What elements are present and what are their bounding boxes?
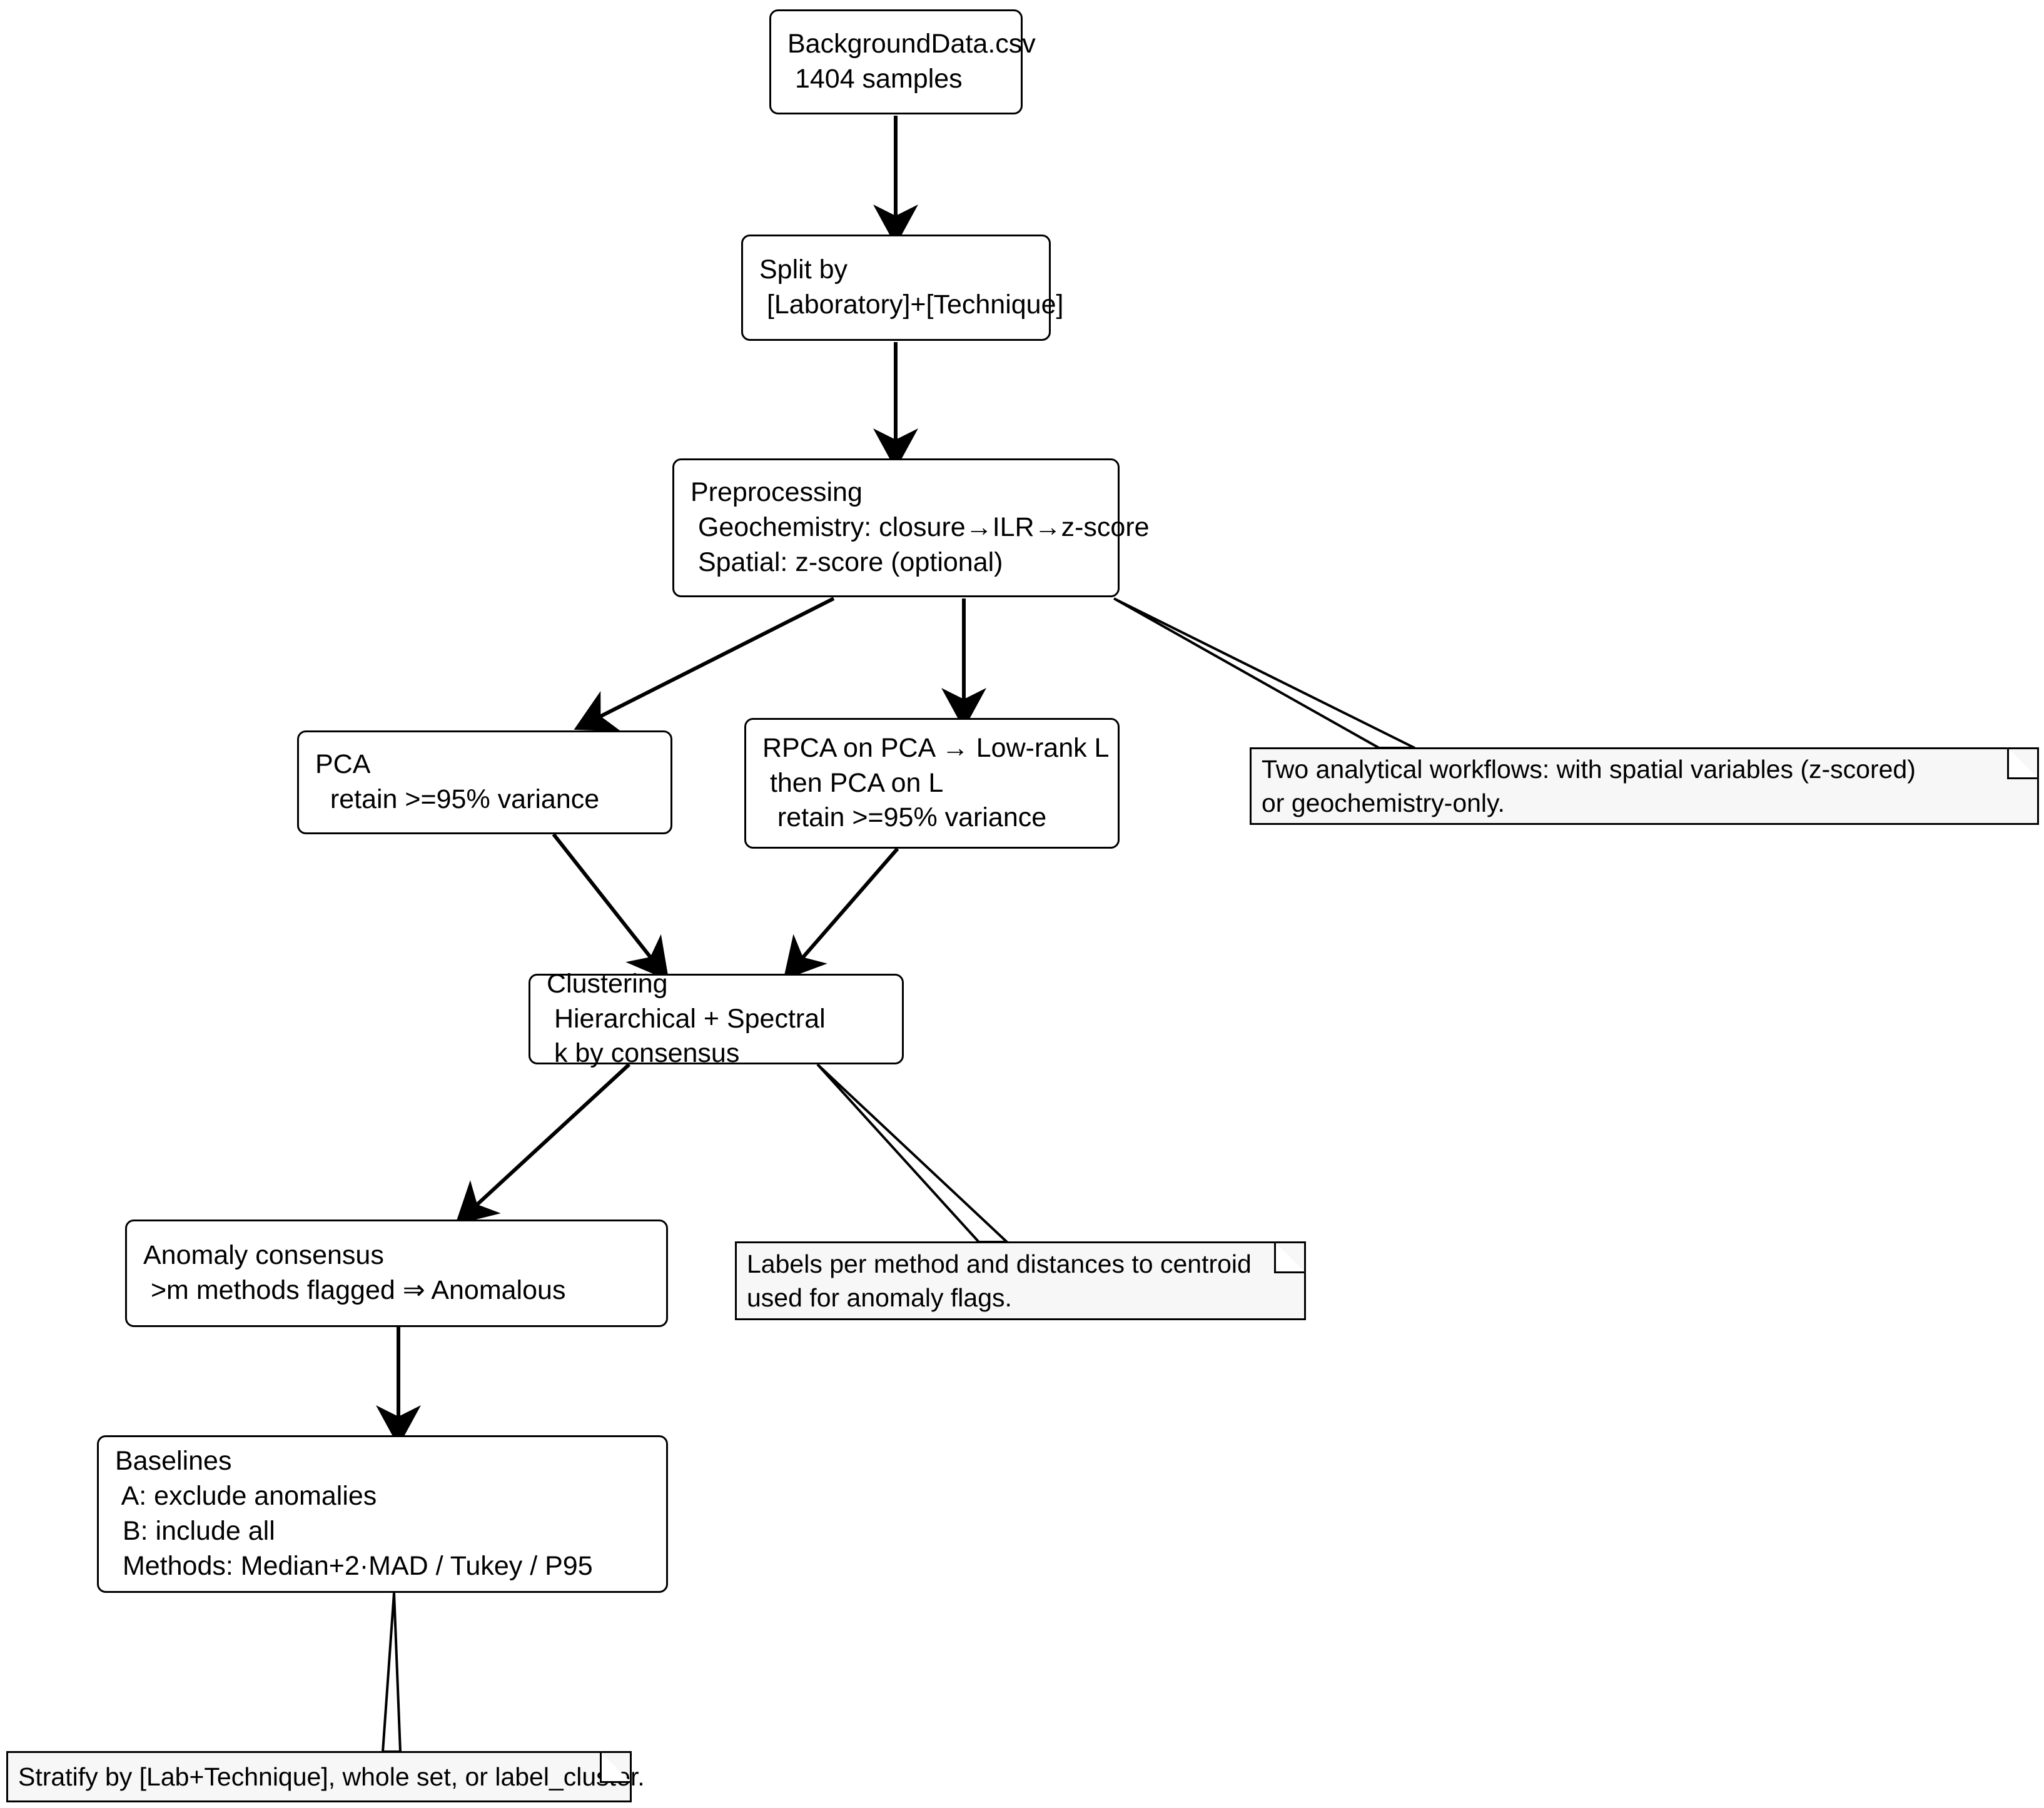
leader-preprocessing-to-note: [1113, 597, 1415, 749]
pca-node[interactable]: PCA retain >=95% variance: [297, 730, 672, 834]
note-two-workflows[interactable]: Two analytical workflows: with spatial v…: [1250, 747, 2039, 825]
edge-rpca-to-clustering: [783, 847, 899, 980]
node-line: RPCA on PCA → Low-rank L: [762, 732, 1110, 763]
background-data-node[interactable]: BackgroundData.csv 1404 samples: [769, 9, 1036, 114]
node-line: Clustering: [547, 968, 668, 999]
node-line: PCA: [315, 749, 371, 780]
node-line: Geochemistry: closure→ILR→z-score: [691, 512, 1150, 543]
node-line: retain >=95% variance: [762, 802, 1047, 833]
note-line: Stratify by [Lab+Technique], whole set, …: [18, 1762, 645, 1791]
note-line: Labels per method and distances to centr…: [747, 1249, 1252, 1278]
leader-clustering-to-note: [816, 1063, 1011, 1243]
node-line: Anomaly consensus: [143, 1240, 384, 1271]
note-line: or geochemistry-only.: [1262, 789, 1505, 817]
rpca-node[interactable]: RPCA on PCA → Low-rank L then PCA on L r…: [744, 718, 1120, 849]
node-line: Hierarchical + Spectral: [547, 1003, 826, 1034]
edge-preprocessing-to-pca: [574, 597, 835, 732]
preprocessing-node[interactable]: Preprocessing Geochemistry: closure→ILR→…: [672, 458, 1150, 597]
anomaly-consensus-node[interactable]: Anomaly consensus >m methods flagged ⇒ A…: [125, 1220, 668, 1327]
node-line: Split by: [759, 255, 848, 285]
node-line: A: exclude anomalies: [115, 1481, 377, 1512]
node-line: Baselines: [115, 1446, 232, 1477]
note-labels-distances[interactable]: Labels per method and distances to centr…: [735, 1241, 1306, 1320]
node-line: >m methods flagged ⇒ Anomalous: [143, 1275, 566, 1305]
node-line: Preprocessing: [691, 477, 863, 508]
node-line: Spatial: z-score (optional): [691, 547, 1003, 577]
note-line: used for anomaly flags.: [747, 1283, 1012, 1312]
clustering-node[interactable]: Clustering Hierarchical + Spectral k by …: [529, 969, 904, 1068]
node-line: [Laboratory]+[Technique]: [759, 290, 1064, 320]
node-line: BackgroundData.csv: [787, 29, 1036, 59]
note-stratify[interactable]: Stratify by [Lab+Technique], whole set, …: [6, 1751, 645, 1802]
node-line: retain >=95% variance: [315, 784, 600, 814]
node-line: Methods: Median+2·MAD / Tukey / P95: [115, 1550, 593, 1581]
edge-pca-to-clustering: [552, 833, 669, 981]
leader-baselines-to-note: [381, 1592, 402, 1753]
baselines-node[interactable]: Baselines A: exclude anomalies B: includ…: [97, 1435, 668, 1593]
node-line: B: include all: [115, 1516, 275, 1546]
note-line: Two analytical workflows: with spatial v…: [1262, 754, 1916, 784]
split-by-node[interactable]: Split by [Laboratory]+[Technique]: [741, 235, 1064, 341]
node-line: k by consensus: [547, 1038, 740, 1069]
node-line: then PCA on L: [762, 767, 944, 798]
edge-clustering-to-anomaly: [455, 1063, 631, 1225]
node-line: 1404 samples: [787, 64, 963, 94]
